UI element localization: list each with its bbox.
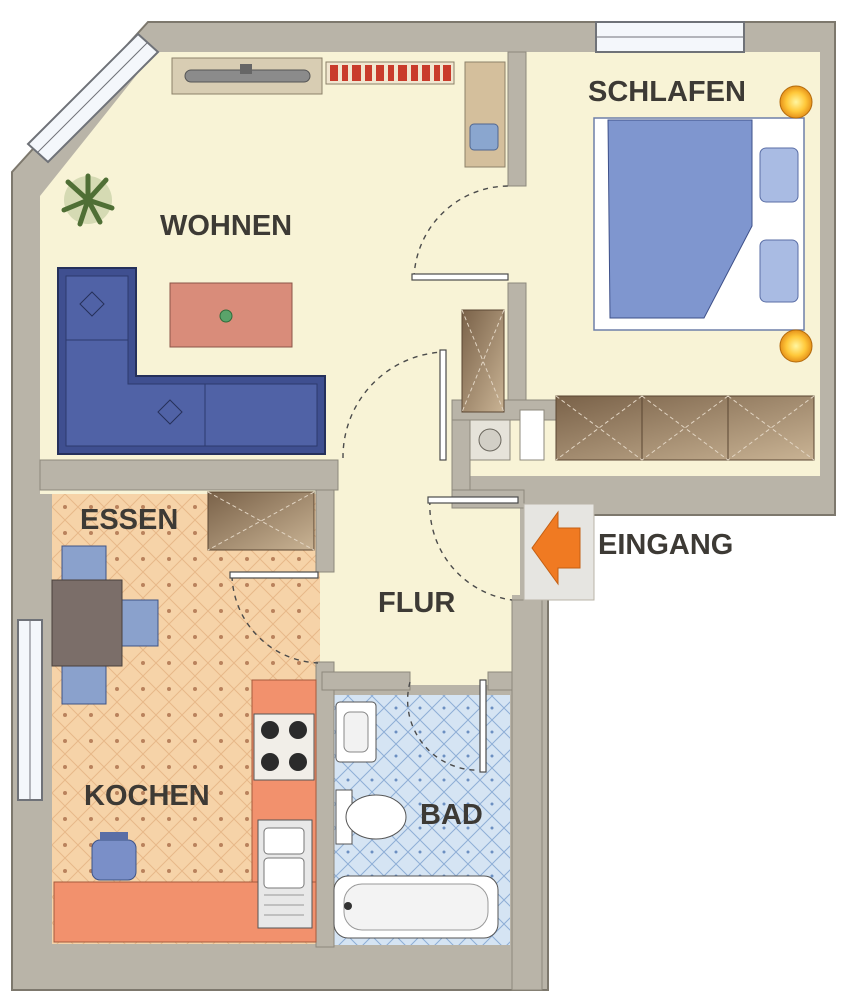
stove [253,713,315,781]
bath-fixtures [333,701,499,939]
sofa [57,267,326,455]
plant [61,173,115,227]
label-bad: BAD [420,799,483,831]
label-flur: FLUR [378,587,455,619]
label-wohnen: WOHNEN [160,210,292,242]
kitchen-sink [257,819,313,929]
kitchen-chair [91,832,137,881]
entrance-arrow-icon [531,510,581,586]
dining-set [51,545,159,705]
interior-walls [39,51,568,991]
coffee-table [169,282,293,348]
label-eingang: EINGANG [598,529,733,561]
wardrobes [207,309,815,551]
bookshelf [325,61,455,85]
door-swings [231,185,513,771]
desk [464,61,506,168]
windows [17,21,745,801]
tv-console [171,57,323,95]
bed [593,117,805,331]
label-schlafen: SCHLAFEN [588,76,746,108]
entrance [523,503,595,601]
door-leaves [229,273,519,773]
bedside-lamps [779,85,813,363]
utility-shaft [469,409,545,461]
label-essen: ESSEN [80,504,178,536]
label-kochen: KOCHEN [84,780,210,812]
